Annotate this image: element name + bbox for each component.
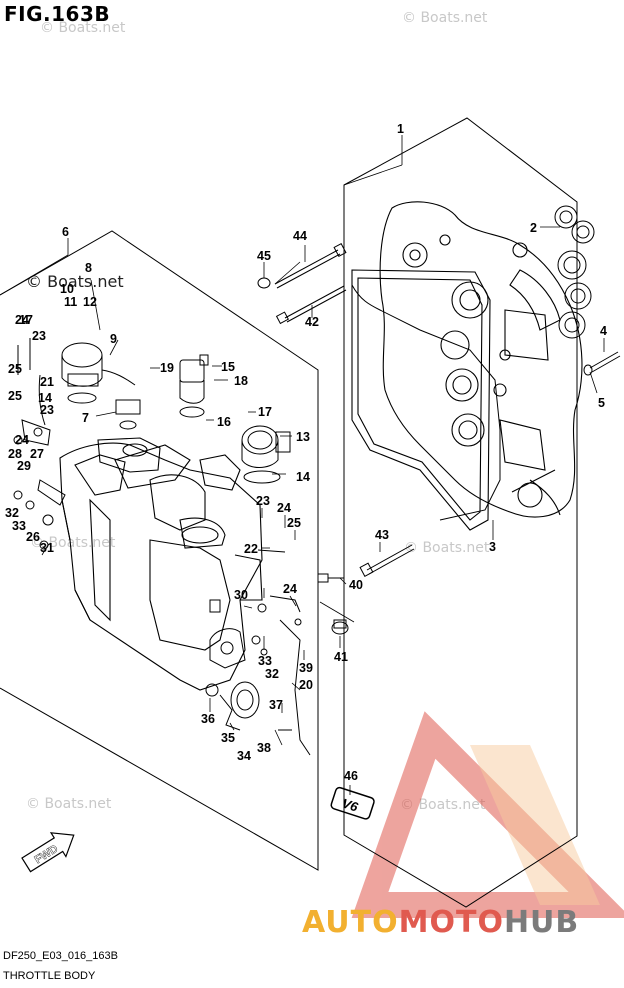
sensor-7 <box>115 399 141 430</box>
callout-30: 30 <box>234 588 248 602</box>
callout-6: 6 <box>62 225 69 239</box>
callout-26: 26 <box>26 530 40 544</box>
v6-emblem <box>330 786 375 820</box>
bolt-43 <box>359 544 415 577</box>
callout-36: 36 <box>201 712 215 726</box>
leader-lines <box>0 135 605 795</box>
callout-12: 12 <box>83 295 97 309</box>
cover-panel-outline <box>343 117 578 908</box>
callout-25b: 25 <box>8 389 22 403</box>
callout-27: 27 <box>30 447 44 461</box>
callout-33b: 33 <box>258 654 272 668</box>
callout-25c: 25 <box>287 516 301 530</box>
callout-24a: 24 <box>15 313 29 327</box>
callout-41: 41 <box>334 650 348 664</box>
callout-4: 4 <box>600 324 607 338</box>
watermark-bottom-left: © Boats.net <box>26 796 112 812</box>
callout-40: 40 <box>349 578 363 592</box>
watermark-bottom-right: © Boats.net <box>400 797 486 813</box>
callout-11: 11 <box>64 295 77 309</box>
figure-title: FIG.163B <box>4 2 111 26</box>
callout-25a: 25 <box>8 362 22 376</box>
callout-16: 16 <box>217 415 231 429</box>
callout-38: 38 <box>257 741 271 755</box>
washer-45 <box>257 277 271 289</box>
brand-logo: AUTOMOTOHUB <box>302 905 579 940</box>
callout-14a: 14 <box>38 391 52 405</box>
callout-23b: 23 <box>40 403 54 417</box>
bolt-40 <box>317 573 344 583</box>
intake-cover-drawing <box>351 201 583 531</box>
callout-15: 15 <box>221 360 235 374</box>
fwd-label: FWD <box>33 843 61 866</box>
callout-17b: 17 <box>258 405 272 419</box>
callout-18: 18 <box>234 374 248 388</box>
callout-39: 39 <box>299 661 313 675</box>
v6-emblem-label: V6 <box>340 795 360 814</box>
callout-7: 7 <box>82 411 89 425</box>
fwd-arrow-icon <box>21 832 75 873</box>
callout-31: 31 <box>40 541 54 555</box>
callout-5: 5 <box>598 396 605 410</box>
callout-20: 20 <box>299 678 313 692</box>
watermark-mid-right: © Boats.net <box>404 540 490 556</box>
cover-gasket <box>351 284 501 521</box>
left-hardware <box>13 338 66 550</box>
brand-part-1: AUTO <box>302 905 399 940</box>
long-bolt-44 <box>274 243 347 289</box>
callout-24b: 24 <box>15 433 29 447</box>
callout-45: 45 <box>257 249 271 263</box>
callout-46: 46 <box>344 769 358 783</box>
throttle-body-13 <box>241 425 291 484</box>
callout-2: 2 <box>530 221 537 235</box>
throttle-panel-outline <box>0 230 319 871</box>
callout-32a: 32 <box>5 506 19 520</box>
fitting-41 <box>331 619 349 635</box>
callout-42: 42 <box>305 315 319 329</box>
figure-caption: THROTTLE BODY <box>3 970 96 982</box>
callout-10: 10 <box>60 282 74 296</box>
callout-23c: 23 <box>256 494 270 508</box>
brand-part-2: MOTO <box>398 905 504 940</box>
callout-8: 8 <box>85 261 92 275</box>
bolt-4 <box>583 351 621 376</box>
callout-19: 19 <box>160 361 174 375</box>
callout-14b: 14 <box>296 470 310 484</box>
callout-24c: 24 <box>277 501 291 515</box>
callout-3: 3 <box>489 540 496 554</box>
callout-numbers: 1 2 3 4 5 6 7 8 9 10 11 12 13 14 14 15 1… <box>5 122 607 783</box>
callout-22: 22 <box>244 542 258 556</box>
callout-43: 43 <box>375 528 389 542</box>
callout-28: 28 <box>8 447 22 461</box>
long-bolt-42 <box>275 285 347 325</box>
callout-23a: 23 <box>32 329 46 343</box>
brand-part-3: HUB <box>503 905 580 940</box>
sensor-15-16 <box>179 354 209 418</box>
callout-34: 34 <box>237 749 251 763</box>
callout-44: 44 <box>293 229 307 243</box>
callout-32b: 32 <box>265 667 279 681</box>
idle-air-control-valve <box>61 342 136 404</box>
throttle-body-drawing <box>59 437 263 691</box>
callout-33a: 33 <box>12 519 26 533</box>
brand-triangle-logo <box>351 711 624 918</box>
callout-9: 9 <box>110 332 117 346</box>
callout-17a: 17 <box>19 313 33 327</box>
callout-24d: 24 <box>283 582 297 596</box>
gasket-rings <box>554 205 595 339</box>
callout-37: 37 <box>269 698 283 712</box>
callout-1: 1 <box>397 122 404 136</box>
callout-13: 13 <box>296 430 310 444</box>
watermark-diagram: © Boats.net <box>26 272 124 291</box>
throttle-linkage <box>205 549 311 756</box>
callout-21: 21 <box>40 375 54 389</box>
figure-code: DF250_E03_016_163B <box>3 950 118 962</box>
callout-29: 29 <box>17 459 31 473</box>
watermark-top-right: © Boats.net <box>402 10 488 26</box>
watermark-mid-left: © Boats.net <box>30 535 116 551</box>
watermark-top-left: © Boats.net <box>40 20 126 36</box>
callout-35: 35 <box>221 731 235 745</box>
